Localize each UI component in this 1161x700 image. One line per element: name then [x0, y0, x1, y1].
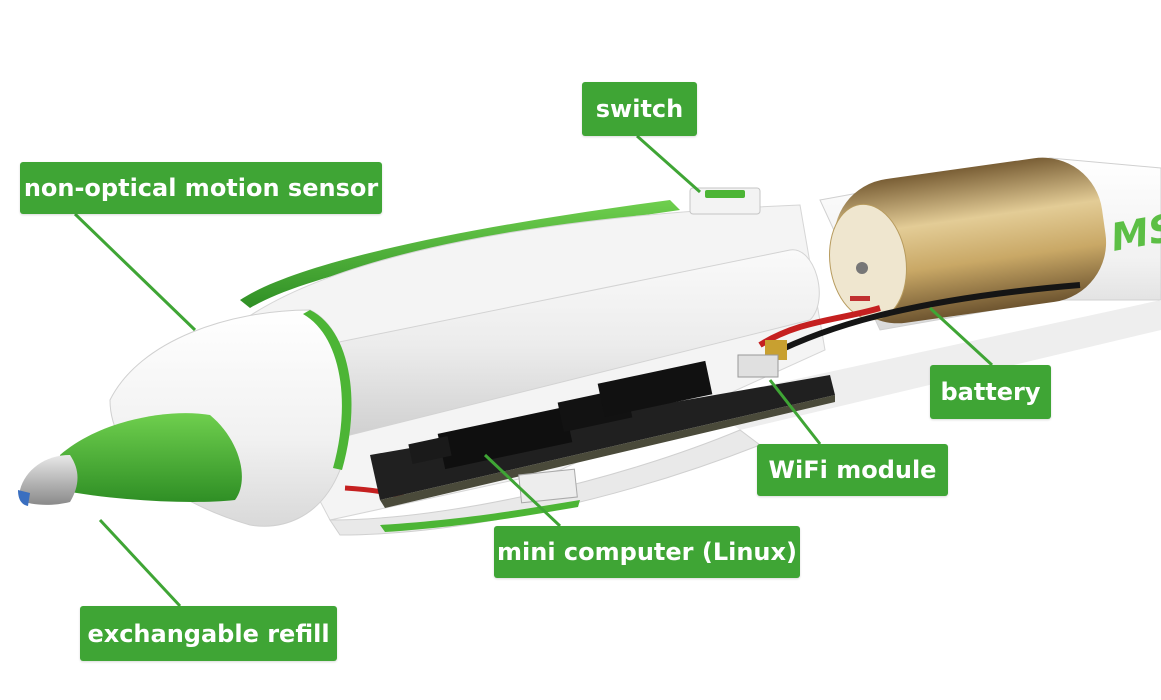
switch-leader — [636, 134, 701, 194]
refill-leader — [98, 518, 182, 608]
label-refill: exchangable refill — [80, 606, 337, 661]
battery-leader — [928, 306, 994, 367]
top-green-stripe — [240, 200, 680, 308]
refill-tip — [20, 455, 78, 505]
label-battery: battery — [930, 365, 1051, 419]
computer-leader — [483, 453, 562, 528]
black-wire — [768, 282, 1081, 358]
label-motion-sensor: non-optical motion sensor — [20, 162, 382, 214]
circuit-board — [370, 340, 835, 508]
red-wire — [758, 305, 881, 348]
label-wifi-module: WiFi module — [757, 444, 948, 496]
label-switch: switch — [582, 82, 697, 136]
usb-port — [518, 468, 578, 504]
motion-sensor-leader — [73, 212, 197, 332]
refill-cone — [60, 413, 242, 502]
label-mini-computer: mini computer (Linux) — [494, 526, 800, 578]
watermark-text: MS — [1108, 205, 1161, 260]
wifi-leader — [768, 379, 822, 445]
inner-tube — [299, 249, 820, 441]
leader-lines — [73, 134, 994, 608]
battery-part — [829, 157, 1107, 324]
